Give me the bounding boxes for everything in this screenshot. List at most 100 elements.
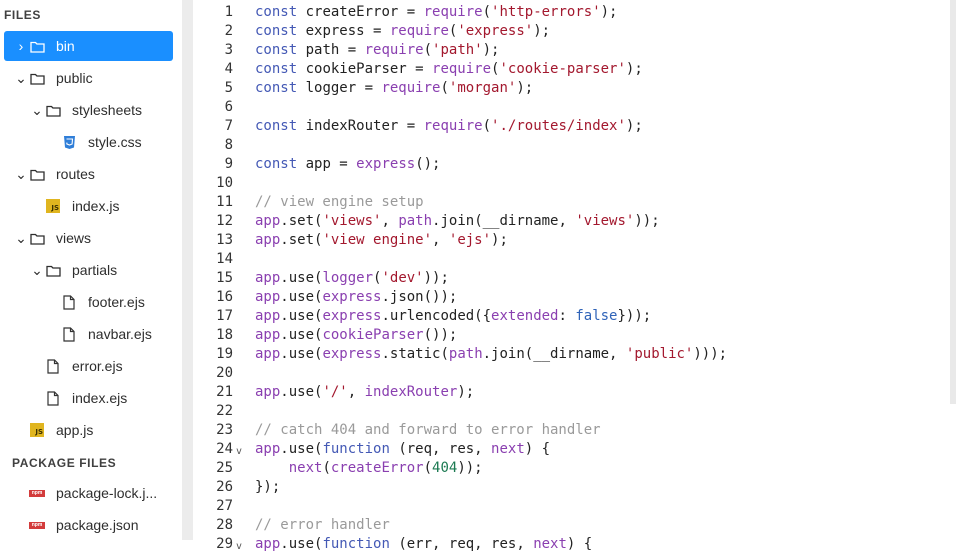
code-line[interactable]: 19 app.use(express.static(path.join(__dir… <box>202 345 956 364</box>
line-number: 23 <box>216 422 233 438</box>
tree-item-partials[interactable]: ⌄ partials <box>4 255 173 285</box>
line-number: 18 <box>216 327 233 343</box>
code-line[interactable]: 25 next(createError(404)); <box>202 459 956 478</box>
chevron-down-icon[interactable]: ⌄ <box>15 69 27 86</box>
chevron-right-icon[interactable]: › <box>18 38 24 54</box>
code-text: const cookieParser = require('cookie-par… <box>255 61 643 77</box>
fold-toggle-icon[interactable]: v <box>236 541 243 552</box>
line-number: 12 <box>216 213 233 229</box>
code-text: const logger = require('morgan'); <box>255 80 534 96</box>
tree-item-style-css[interactable]: style.css <box>4 127 173 157</box>
chevron-down-icon[interactable]: ⌄ <box>31 101 43 118</box>
code-line[interactable]: 8 <box>202 136 956 155</box>
tree-item-app-js[interactable]: JS app.js <box>4 415 173 445</box>
folder-icon <box>44 261 62 279</box>
line-number: 25 <box>216 460 233 476</box>
chevron-down-icon[interactable]: ⌄ <box>15 229 27 246</box>
code-text: app.set('view engine', 'ejs'); <box>255 232 508 248</box>
line-number: 26 <box>216 479 233 495</box>
code-line[interactable]: 28 // error handler <box>202 516 956 535</box>
code-text: const indexRouter = require('./routes/in… <box>255 118 643 134</box>
code-text: app.use(function (err, req, res, next) { <box>255 536 593 552</box>
file-icon <box>60 325 78 343</box>
code-line[interactable]: 14 <box>202 250 956 269</box>
code-text: app.use(express.static(path.join(__dirna… <box>255 346 728 362</box>
code-text: }); <box>255 479 281 495</box>
tree-item-stylesheets[interactable]: ⌄stylesheets <box>4 95 173 125</box>
files-header: FILES <box>4 8 42 22</box>
code-text: const createError = require('http-errors… <box>255 4 618 20</box>
code-text: // catch 404 and forward to error handle… <box>255 422 601 438</box>
line-number: 11 <box>216 194 233 210</box>
code-line[interactable]: 10 <box>202 174 956 193</box>
tree-item-public[interactable]: ⌄public <box>4 63 173 93</box>
tree-item-label: footer.ejs <box>88 294 145 310</box>
code-line[interactable]: 26}); <box>202 478 956 497</box>
folder-icon <box>28 37 46 55</box>
code-text: app.use(cookieParser()); <box>255 327 458 343</box>
code-text: // error handler <box>255 517 390 533</box>
tree-item-label: navbar.ejs <box>88 326 152 342</box>
tree-item-views[interactable]: ⌄views <box>4 223 173 253</box>
tree-item-label: index.ejs <box>72 390 128 406</box>
folder-icon <box>44 101 62 119</box>
file-icon <box>44 389 62 407</box>
tree-item-routes[interactable]: ⌄routes <box>4 159 173 189</box>
js-file-icon: JS <box>28 421 46 439</box>
tree-item-footer-ejs[interactable]: footer.ejs <box>4 287 173 317</box>
package-item-label: package.json <box>56 517 139 533</box>
tree-item-error-ejs[interactable]: error.ejs <box>4 351 173 381</box>
editor-scrollbar[interactable] <box>950 0 956 404</box>
line-number: 27 <box>216 498 233 514</box>
chevron-down-icon[interactable]: ⌄ <box>15 165 27 182</box>
npm-icon: npm <box>28 516 46 534</box>
line-number: 28 <box>216 517 233 533</box>
code-text: // view engine setup <box>255 194 424 210</box>
line-number: 6 <box>224 99 233 115</box>
code-line[interactable]: 22 <box>202 402 956 421</box>
code-line[interactable]: 9 const app = express(); <box>202 155 956 174</box>
package-item-1[interactable]: npm package.json <box>4 510 173 540</box>
fold-toggle-icon[interactable]: v <box>236 446 243 457</box>
code-line[interactable]: 13 app.set('view engine', 'ejs'); <box>202 231 956 250</box>
sidebar-scrollbar[interactable] <box>182 0 193 540</box>
tree-item-label: partials <box>72 262 118 278</box>
line-number: 10 <box>216 175 233 191</box>
tree-item-index-ejs[interactable]: index.ejs <box>4 383 173 413</box>
code-text: app.use(express.json()); <box>255 289 458 305</box>
tree-item-label: index.js <box>72 198 120 214</box>
folder-icon <box>28 165 46 183</box>
code-line[interactable]: 27 <box>202 497 956 516</box>
tree-item-navbar-ejs[interactable]: navbar.ejs <box>4 319 173 349</box>
file-icon <box>44 357 62 375</box>
chevron-down-icon[interactable]: ⌄ <box>31 261 43 278</box>
tree-item-bin[interactable]: ›bin <box>4 31 173 61</box>
code-text: const app = express(); <box>255 156 441 172</box>
line-number: 9 <box>224 156 233 172</box>
code-line[interactable]: 6 <box>202 98 956 117</box>
code-line[interactable]: 11 // view engine setup <box>202 193 956 212</box>
file-icon <box>60 293 78 311</box>
code-line[interactable]: 20 <box>202 364 956 383</box>
tree-item-label: app.js <box>56 422 94 438</box>
line-number: 13 <box>216 232 233 248</box>
code-line[interactable]: 18 app.use(cookieParser()); <box>202 326 956 345</box>
code-line[interactable]: 23 // catch 404 and forward to error hand… <box>202 421 956 440</box>
line-number: 19 <box>216 346 233 362</box>
